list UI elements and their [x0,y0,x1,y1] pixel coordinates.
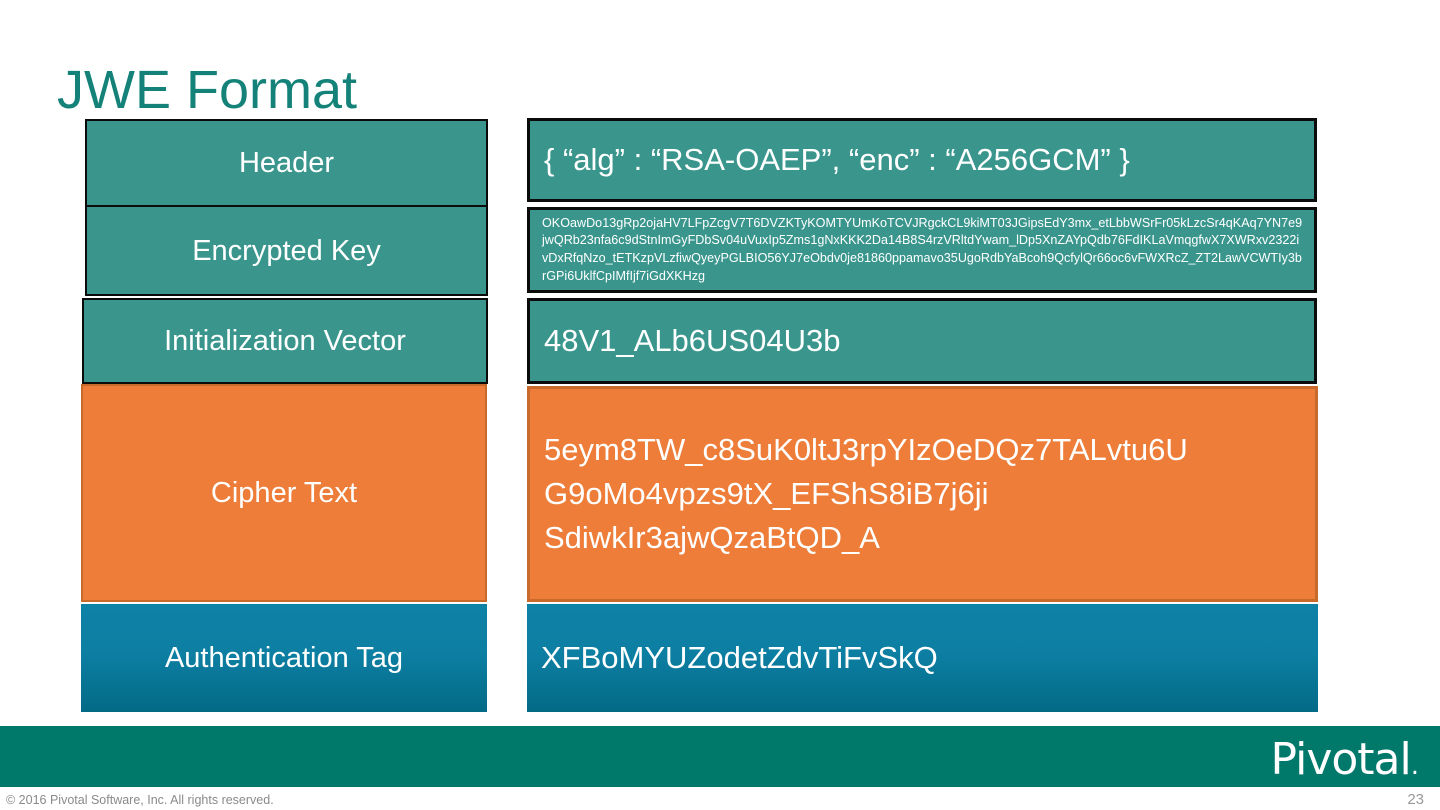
pivotal-logo-dot: . [1410,751,1419,781]
footer-divider [0,723,1440,726]
label-box-encrypted-key: Encrypted Key [85,207,488,296]
page-number: 23 [1407,791,1424,808]
label-text-cipher-text: Cipher Text [210,477,358,509]
label-box-header: Header [85,119,488,207]
value-text-header: { “alg” : “RSA-OAEP”, “enc” : “A256GCM” … [544,142,1130,177]
value-box-cipher-text: 5eym8TW_c8SuK0ltJ3rpYIzOeDQz7TALvtu6U G9… [527,386,1318,602]
value-text-cipher-text-line-2: G9oMo4vpzs9tX_EFShS8iB7j6ji [544,476,989,511]
label-text-initialization-vector: Initialization Vector [164,325,406,357]
label-text-encrypted-key: Encrypted Key [192,234,381,267]
value-text-encrypted-key: OKOawDo13gRp2ojaHV7LFpZcgV7T6DVZKTyKOMTY… [542,215,1303,283]
pivotal-logo-wordmark: Pivotal [1270,734,1412,785]
value-box-encrypted-key: OKOawDo13gRp2ojaHV7LFpZcgV7T6DVZKTyKOMTY… [527,207,1317,293]
value-box-initialization-vector: 48V1_ALb6US04U3b [527,298,1317,384]
value-text-cipher-text-line-1: 5eym8TW_c8SuK0ltJ3rpYIzOeDQz7TALvtu6U [544,432,1188,467]
copyright-text: © 2016 Pivotal Software, Inc. All rights… [6,793,274,807]
value-text-authentication-tag: XFBoMYUZodetZdvTiFvSkQ [541,640,938,675]
value-text-initialization-vector: 48V1_ALb6US04U3b [544,323,841,358]
value-box-header: { “alg” : “RSA-OAEP”, “enc” : “A256GCM” … [527,118,1317,202]
label-box-initialization-vector: Initialization Vector [82,298,488,384]
value-text-cipher-text-line-3: SdiwkIr3ajwQzaBtQD_A [544,520,880,555]
label-text-header: Header [238,147,335,179]
label-text-authentication-tag: Authentication Tag [164,642,404,674]
value-box-authentication-tag: XFBoMYUZodetZdvTiFvSkQ [527,604,1318,712]
page-title: JWE Format [57,60,358,120]
label-box-cipher-text: Cipher Text [81,384,487,602]
pivotal-logo: Pivotal. [1270,734,1420,790]
label-box-authentication-tag: Authentication Tag [81,604,487,712]
value-text-cipher-text: 5eym8TW_c8SuK0ltJ3rpYIzOeDQz7TALvtu6U G9… [544,428,1188,560]
footer-band [0,726,1440,787]
